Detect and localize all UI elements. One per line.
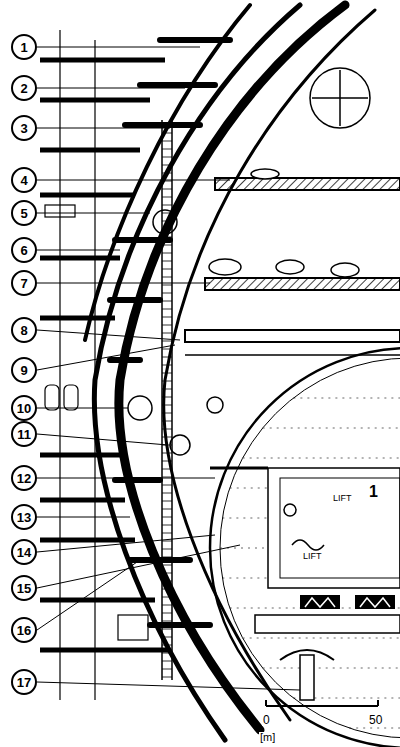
- callout-number: 11: [11, 421, 37, 447]
- deck-floors: [185, 178, 400, 468]
- leader-lines: [37, 47, 300, 690]
- lift-label: LIFT: [302, 552, 323, 561]
- callout-number: 12: [11, 465, 37, 491]
- callout-number: 8: [11, 317, 37, 343]
- callout-text: 15: [17, 582, 31, 595]
- hull-structure: [85, 5, 375, 740]
- callout-number: 10: [11, 395, 37, 421]
- lift-number: 1: [368, 484, 379, 500]
- callout-number: 14: [11, 539, 37, 565]
- callout-number: 9: [11, 357, 37, 383]
- ladder-shaft: [162, 120, 172, 680]
- callout-number: 3: [11, 115, 37, 141]
- callout-text: 16: [17, 624, 31, 637]
- callout-number: 17: [11, 669, 37, 695]
- girders: [40, 30, 170, 700]
- callout-text: 7: [20, 277, 27, 290]
- callout-text: 12: [17, 472, 31, 485]
- callout-text: 1: [20, 41, 27, 54]
- lift-label: LIFT: [332, 494, 353, 503]
- callout-number: 1: [11, 34, 37, 60]
- callout-text: 4: [20, 174, 27, 187]
- callout-text: 13: [17, 511, 31, 524]
- callout-number: 15: [11, 575, 37, 601]
- callout-text: 6: [20, 244, 27, 257]
- callout-text: 10: [17, 402, 31, 415]
- callout-number: 7: [11, 270, 37, 296]
- sphere: [210, 348, 400, 747]
- callout-number: 4: [11, 167, 37, 193]
- callout-text: 2: [20, 82, 27, 95]
- scale-unit: [m]: [259, 732, 276, 743]
- callout-number: 13: [11, 504, 37, 530]
- callout-text: 5: [20, 207, 27, 220]
- scale-value: 0: [262, 714, 271, 726]
- callout-text: 8: [20, 324, 27, 337]
- callout-number: 2: [11, 75, 37, 101]
- callout-text: 17: [17, 676, 31, 689]
- callout-text: 3: [20, 122, 27, 135]
- callout-text: 14: [17, 546, 31, 559]
- callout-text: 9: [20, 364, 27, 377]
- scale-value: 50: [368, 714, 383, 726]
- callout-number: 6: [11, 237, 37, 263]
- callout-number: 5: [11, 200, 37, 226]
- callout-text: 11: [17, 428, 31, 441]
- callout-number: 16: [11, 617, 37, 643]
- scale-bar: [266, 700, 378, 706]
